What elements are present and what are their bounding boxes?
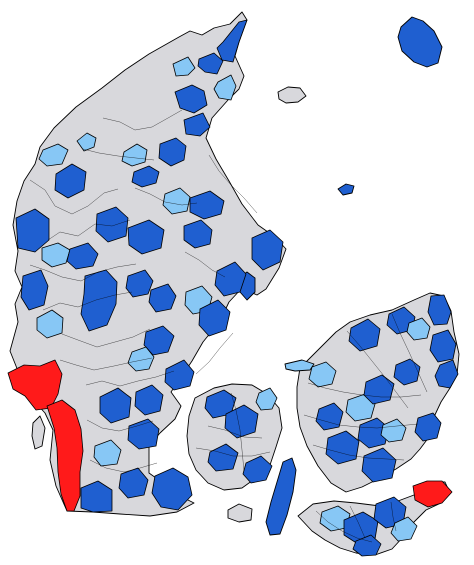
municipality-dark-blue	[357, 417, 390, 449]
municipality-light-blue	[406, 317, 431, 341]
langeland-island	[265, 457, 297, 536]
municipality-red	[7, 359, 63, 411]
municipality-light-blue	[41, 242, 71, 268]
municipality-dark-blue	[214, 261, 247, 297]
municipality-dark-blue	[251, 229, 284, 271]
municipality-dark-blue	[148, 283, 177, 313]
municipality-dark-blue	[189, 190, 225, 220]
municipality-light-blue	[93, 439, 122, 467]
municipality-dark-blue	[427, 294, 452, 326]
municipality-dark-blue	[125, 269, 154, 298]
municipality-light-blue	[255, 387, 278, 411]
municipality-dark-blue	[15, 208, 50, 253]
laeso-island	[277, 86, 307, 104]
municipality-dark-blue	[158, 137, 187, 167]
municipality-dark-blue	[143, 325, 175, 356]
municipality-red	[412, 480, 453, 508]
municipality-dark-blue	[131, 165, 160, 188]
municipality-dark-blue	[99, 387, 132, 424]
municipality-light-blue	[172, 56, 196, 77]
municipality-dark-blue	[434, 359, 459, 389]
municipality-light-blue	[38, 143, 69, 167]
municipality-dark-blue	[207, 443, 239, 472]
municipality-dark-blue	[118, 467, 149, 499]
municipality-dark-blue	[80, 269, 118, 332]
municipality-dark-blue	[80, 480, 113, 513]
municipality-dark-blue	[429, 329, 457, 363]
municipality-dark-blue	[197, 52, 224, 75]
municipality-dark-blue	[174, 84, 208, 114]
anholt-island	[337, 183, 355, 196]
municipality-dark-blue	[183, 112, 211, 137]
municipality-dark-blue	[95, 206, 129, 243]
municipality-dark-blue	[183, 219, 213, 249]
sejero-island	[284, 359, 315, 372]
municipality-light-blue	[36, 309, 64, 339]
municipality-red	[46, 399, 84, 512]
municipality-dark-blue	[151, 467, 193, 511]
municipality-dark-blue	[242, 455, 273, 484]
municipality-light-blue	[380, 418, 407, 443]
municipality-dark-blue	[348, 318, 381, 352]
municipality-dark-blue	[352, 534, 382, 557]
bornholm-landmass	[397, 16, 443, 68]
municipality-dark-blue	[20, 269, 49, 311]
municipality-light-blue	[213, 74, 237, 101]
municipality-layer	[7, 19, 459, 557]
municipality-dark-blue	[315, 402, 344, 431]
municipality-dark-blue	[361, 447, 397, 483]
municipality-dark-blue	[325, 430, 360, 465]
fanoe-island	[31, 415, 46, 450]
municipality-dark-blue	[393, 358, 421, 386]
municipality-dark-blue	[414, 412, 442, 442]
municipality-borders	[29, 109, 428, 543]
municipality-dark-blue	[127, 219, 165, 255]
aero-island	[227, 503, 253, 523]
municipality-dark-blue	[216, 19, 248, 63]
municipality-light-blue	[121, 143, 148, 167]
municipality-dark-blue	[224, 404, 259, 439]
municipality-dark-blue	[164, 359, 195, 391]
municipality-light-blue	[308, 361, 337, 388]
municipality-dark-blue	[66, 242, 99, 270]
municipality-light-blue	[162, 187, 191, 215]
municipality-dark-blue	[134, 384, 164, 416]
municipality-dark-blue	[54, 163, 87, 199]
municipality-dark-blue	[198, 299, 231, 337]
municipality-light-blue	[390, 516, 418, 542]
land-base-layer	[9, 11, 460, 556]
municipality-light-blue	[76, 132, 97, 152]
